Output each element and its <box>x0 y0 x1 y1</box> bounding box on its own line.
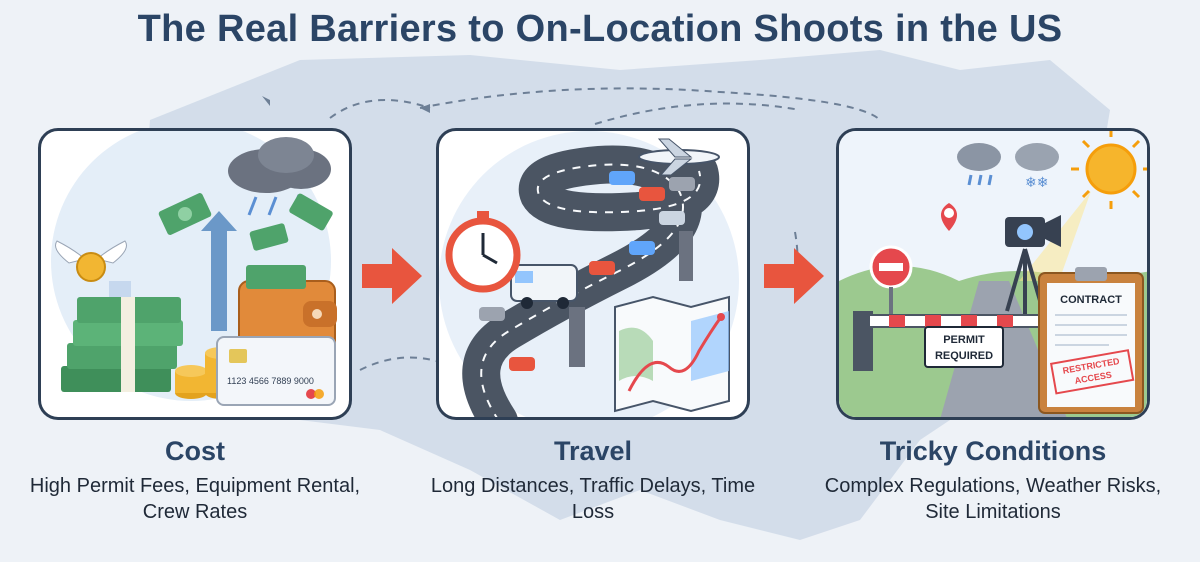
cost-illustration-panel: 1123 4566 7889 9000 <box>38 128 352 420</box>
conditions-caption: Tricky Conditions Complex Regulations, W… <box>813 436 1173 525</box>
credit-card-icon: 1123 4566 7889 9000 <box>216 336 336 406</box>
conditions-heading: Tricky Conditions <box>879 436 1107 466</box>
travel-illustration-panel <box>436 128 750 420</box>
page-title: The Real Barriers to On-Location Shoots … <box>137 8 1063 50</box>
cars-icon <box>479 171 695 371</box>
cost-illustration: 1123 4566 7889 9000 <box>51 131 337 406</box>
winding-road-icon <box>462 145 720 417</box>
arrow-right-icon <box>362 248 422 304</box>
svg-text:❄❄: ❄❄ <box>1025 175 1048 191</box>
travel-description: Long Distances, Traffic Delays, Time Los… <box>430 475 756 523</box>
travel-heading: Travel <box>553 436 633 466</box>
travel-caption: Travel Long Distances, Traffic Delays, T… <box>413 436 773 525</box>
cost-caption: Cost High Permit Fees, Equipment Rental,… <box>15 436 375 525</box>
arrow-right-icon <box>764 248 824 304</box>
airplane-icon <box>638 138 720 176</box>
permit-required-sign: PERMIT REQUIRED <box>924 326 1004 368</box>
snow-cloud-icon: ❄❄ <box>1015 143 1059 191</box>
van-icon <box>510 264 578 309</box>
sign-line-1: PERMIT <box>943 334 985 346</box>
money-stack-icon <box>61 297 183 392</box>
winged-coin-icon <box>55 240 127 282</box>
conditions-illustration: ❄❄ <box>839 131 1147 417</box>
camera-tripod-icon <box>1005 215 1061 315</box>
barrier-gate-icon <box>853 311 1040 371</box>
flying-money-icon <box>158 193 333 251</box>
storm-cloud-icon <box>228 137 331 216</box>
no-entry-sign-icon <box>869 245 913 327</box>
contract-title: CONTRACT <box>1060 294 1122 306</box>
conditions-illustration-panel: ❄❄ <box>836 128 1150 420</box>
sign-line-2: REQUIRED <box>935 350 993 362</box>
conditions-description: Complex Regulations, Weather Risks, Site… <box>824 475 1162 523</box>
stopwatch-icon <box>445 211 521 293</box>
wallet-icon <box>238 265 337 352</box>
travel-illustration <box>439 131 739 417</box>
card-number: 1123 4566 7889 9000 <box>227 376 314 386</box>
contract-clipboard-icon: CONTRACT RESTRICTED ACCESS <box>1038 267 1144 414</box>
cost-description: High Permit Fees, Equipment Rental, Crew… <box>29 475 361 523</box>
cost-heading: Cost <box>165 436 225 466</box>
location-pin-icon <box>941 203 957 231</box>
map-icon <box>614 295 730 413</box>
rain-cloud-icon <box>957 143 1001 186</box>
up-arrow-icon <box>201 211 237 331</box>
